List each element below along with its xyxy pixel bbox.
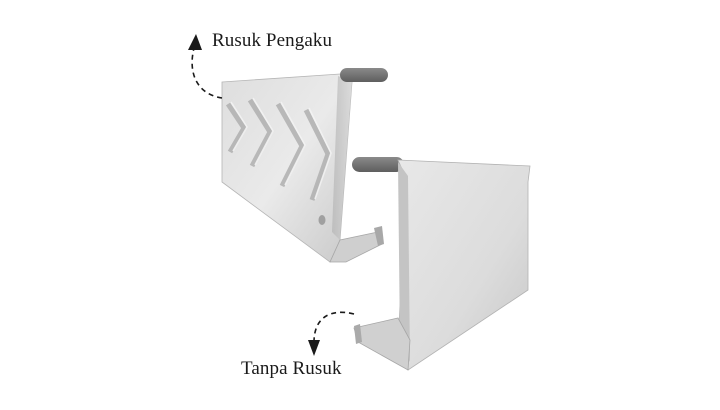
plain-c-channel [352,157,531,371]
rib-3 [275,102,305,188]
arrow-head-icon [308,340,320,356]
dashed-curved-arrow-icon [313,311,355,343]
ribbed-channel-edge [332,76,352,240]
plain-channel-bottom-flange [353,317,411,371]
ribbed-channel-hole [318,215,326,225]
plain-channel-top-lip [352,157,404,172]
ribbed-pointer-arrow [188,34,223,99]
plain-channel-edge [398,162,410,362]
arrow-head-icon [188,34,202,50]
ribbed-channel-web [221,73,353,263]
rib-4 [303,108,331,201]
plain-pointer-arrow [308,311,355,356]
label-rusuk-pengaku: Rusuk Pengaku [212,30,333,51]
rib-1 [225,102,247,154]
stiffening-ribs [225,98,331,201]
ribbed-channel-bottom-lip [374,226,384,246]
rib-2 [247,98,273,168]
ribbed-channel-top-lip [340,68,388,82]
plain-channel-bottom-lip [354,324,362,344]
dashed-curved-arrow-icon [191,47,223,99]
ribbed-c-channel [221,68,388,263]
plain-channel-web [397,159,531,371]
label-tanpa-rusuk: Tanpa Rusuk [241,358,342,379]
